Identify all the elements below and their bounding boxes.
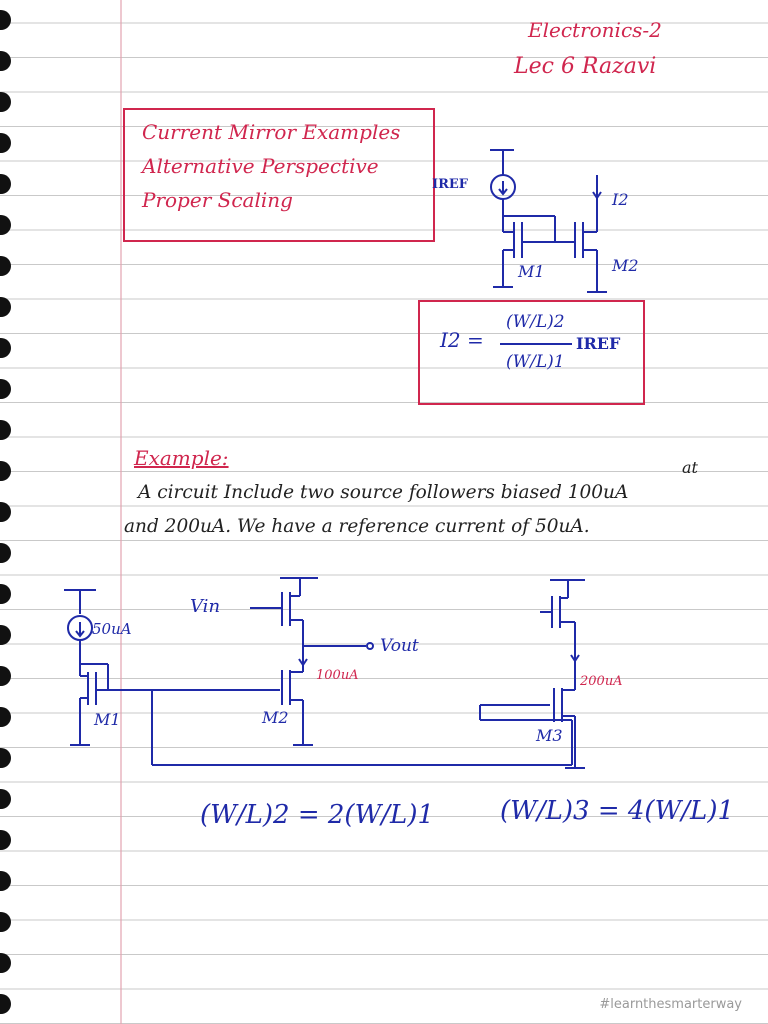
formula-denominator: (W/L)1 (506, 352, 565, 372)
binding-hole (0, 502, 11, 522)
binding-hole (0, 256, 11, 276)
binding-hole (0, 830, 11, 850)
binding-hole (0, 994, 11, 1014)
vin-label: Vin (190, 596, 221, 617)
watermark-text: #learnthesmarterway (599, 997, 742, 1012)
formula-iref: IREF (576, 334, 621, 353)
m2-label-circuit: M2 (262, 708, 289, 727)
binding-hole (0, 584, 11, 604)
m2-label: M2 (612, 256, 639, 275)
binding-hole (0, 666, 11, 686)
m1-label-circuit: M1 (94, 710, 121, 729)
equation-2: (W/L)3 = 4(W/L)1 (500, 796, 735, 826)
lecture-title: Lec 6 Razavi (514, 54, 657, 79)
binding-hole (0, 871, 11, 891)
example-line-1: A circuit Include two source followers b… (138, 482, 629, 503)
binding-hole (0, 953, 11, 973)
example-line-2: and 200uA. We have a reference current o… (124, 516, 590, 537)
binding-hole (0, 707, 11, 727)
topic-line-1: Current Mirror Examples (142, 120, 401, 144)
binding-hole (0, 92, 11, 112)
binding-hole (0, 379, 11, 399)
vout-label: Vout (380, 636, 419, 656)
topics-box (123, 108, 435, 242)
m1-label: M1 (518, 262, 545, 281)
binding-hole (0, 297, 11, 317)
example-insert: at (682, 458, 698, 477)
formula-lhs: I2 = (440, 328, 484, 352)
topic-line-3: Proper Scaling (142, 188, 293, 212)
i1-label: 100uA (316, 668, 359, 683)
binding-hole (0, 338, 11, 358)
example-title: Example: (134, 446, 229, 470)
binding-hole (0, 420, 11, 440)
ref-current-label: 50uA (92, 620, 132, 638)
binding-hole (0, 51, 11, 71)
binding-hole (0, 912, 11, 932)
formula-numerator: (W/L)2 (506, 312, 565, 332)
iref-label: IREF (432, 177, 469, 192)
binding-hole (0, 748, 11, 768)
binding-hole (0, 461, 11, 481)
binding-hole (0, 215, 11, 235)
i2-label: I2 (612, 190, 629, 209)
formula-box (418, 300, 645, 405)
binding-hole (0, 133, 11, 153)
course-title: Electronics-2 (528, 18, 662, 42)
binding-hole (0, 10, 11, 30)
binding-hole (0, 543, 11, 563)
i2-label-circuit: 200uA (580, 674, 623, 689)
m3-label-circuit: M3 (536, 726, 563, 745)
binding-hole (0, 174, 11, 194)
topic-line-2: Alternative Perspective (142, 154, 379, 178)
binding-hole (0, 789, 11, 809)
equation-1: (W/L)2 = 2(W/L)1 (200, 800, 435, 830)
binding-hole (0, 625, 11, 645)
